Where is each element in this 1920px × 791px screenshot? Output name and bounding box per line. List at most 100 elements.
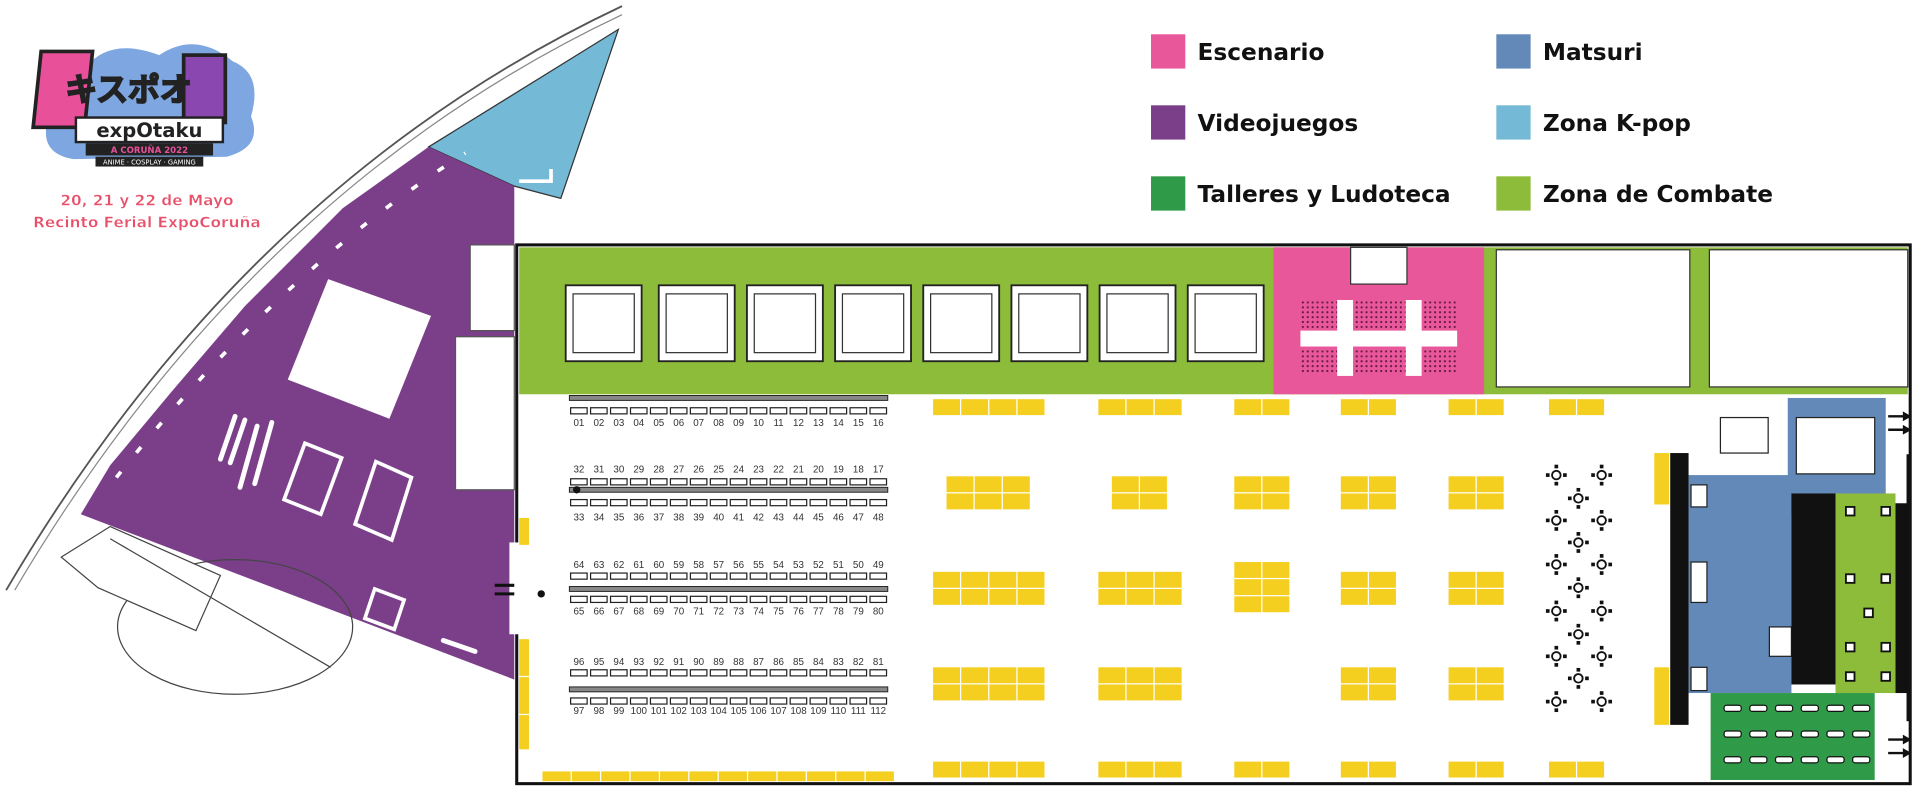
- seat-dot: [1380, 301, 1383, 304]
- table: [1234, 399, 1262, 416]
- seat-dot: [1321, 301, 1324, 304]
- station-chair: [1576, 594, 1581, 599]
- station-ring: [1573, 582, 1584, 593]
- table: [1476, 588, 1504, 605]
- table: [1140, 493, 1167, 510]
- seat-dot: [1429, 369, 1432, 373]
- videojuegos-stage: [287, 279, 432, 419]
- entrance-arrows-left: [494, 583, 515, 596]
- station-ring: [1551, 605, 1562, 617]
- combat-ring-inner: [572, 293, 635, 354]
- table: [961, 667, 989, 684]
- combat-post: [1880, 573, 1891, 584]
- stand-number: 15: [853, 418, 864, 429]
- seat-dot: [1394, 325, 1398, 329]
- seat-dot: [1375, 306, 1378, 309]
- seat-dot: [1443, 316, 1446, 319]
- seat-dot: [1301, 320, 1304, 324]
- seat-dot: [1375, 325, 1378, 329]
- table: [961, 399, 989, 416]
- seat-dot: [1311, 350, 1314, 353]
- station-ring: [1573, 493, 1584, 504]
- seat-dot: [1394, 360, 1398, 363]
- stand-102: [669, 697, 688, 705]
- table: [1368, 684, 1396, 701]
- seat-dot: [1370, 350, 1373, 353]
- stand-number: 53: [793, 560, 804, 571]
- stand-71: [689, 595, 708, 604]
- stand-number: 87: [753, 657, 764, 668]
- stand-10: [749, 407, 768, 415]
- seat-dot: [1326, 369, 1329, 373]
- seat-dot: [1306, 355, 1309, 358]
- table: [1098, 761, 1126, 778]
- seat-dot: [1424, 365, 1427, 368]
- stand-number: 99: [613, 706, 624, 717]
- stand-08: [709, 407, 728, 415]
- seat-dot: [1448, 316, 1451, 319]
- table: [961, 588, 989, 605]
- stand-number: 85: [793, 657, 804, 668]
- seat-dot: [1316, 320, 1319, 324]
- table: [1234, 761, 1262, 778]
- legend-label: Escenario: [1198, 39, 1325, 66]
- table: [1234, 476, 1262, 493]
- stand-55: [749, 572, 768, 580]
- stand-81: [869, 669, 888, 677]
- seat-dot: [1331, 301, 1334, 304]
- stand-95: [589, 669, 608, 677]
- stand-number: 102: [671, 706, 687, 717]
- station-chair: [1576, 577, 1581, 582]
- station-ring: [1573, 673, 1584, 684]
- table: [1548, 761, 1576, 778]
- seat-dot: [1331, 355, 1334, 358]
- seat-dot: [1389, 325, 1393, 329]
- seat-dot: [1380, 316, 1383, 319]
- stand-number: 47: [853, 512, 864, 523]
- table: [1017, 571, 1045, 588]
- table: [1154, 761, 1182, 778]
- seat-dot: [1385, 325, 1388, 329]
- seat-dot: [1453, 325, 1456, 329]
- seat-dot: [1380, 320, 1383, 324]
- room-2: [1708, 249, 1909, 388]
- stand-number: 74: [753, 607, 764, 618]
- seat-dot: [1311, 360, 1314, 363]
- workshop-table: [1749, 756, 1768, 764]
- photo-station: [1591, 691, 1613, 713]
- expotaku-logo: キスポオ expOtaku A CORUÑA 2022 ANIME · COSP…: [31, 44, 255, 167]
- station-chair: [1599, 509, 1604, 514]
- stand-number: 90: [693, 657, 704, 668]
- stand-number: 59: [673, 560, 684, 571]
- table: [1154, 399, 1182, 416]
- stand-88: [729, 669, 748, 677]
- stand-105: [729, 697, 748, 705]
- stand-99: [609, 697, 628, 705]
- station-chair: [1585, 585, 1589, 590]
- marker-dot: [573, 486, 581, 494]
- station-chair: [1599, 663, 1604, 667]
- table: [989, 399, 1017, 416]
- seat-dot: [1453, 369, 1456, 373]
- table: [989, 667, 1017, 684]
- stand-number: 97: [573, 706, 584, 717]
- table: [1340, 493, 1368, 510]
- stand-number: 62: [613, 560, 624, 571]
- table: [689, 771, 718, 782]
- table: [1448, 399, 1476, 416]
- legend-item: Matsuri: [1496, 34, 1643, 69]
- partition-wall: [1670, 453, 1689, 725]
- stand-57: [709, 572, 728, 580]
- logo-tagline: ANIME · COSPLAY · GAMING: [103, 159, 196, 167]
- seat-dot: [1389, 369, 1393, 373]
- seat-dot: [1321, 306, 1324, 309]
- table: [1476, 571, 1504, 588]
- stand-number: 13: [813, 418, 824, 429]
- stand-number: 46: [833, 512, 844, 523]
- station-chair: [1591, 518, 1595, 523]
- seat-dot: [1311, 311, 1314, 314]
- stand-03: [609, 407, 628, 415]
- seat-dot: [1360, 306, 1363, 309]
- seat-dot: [1365, 316, 1368, 319]
- combat-post: [1845, 671, 1856, 682]
